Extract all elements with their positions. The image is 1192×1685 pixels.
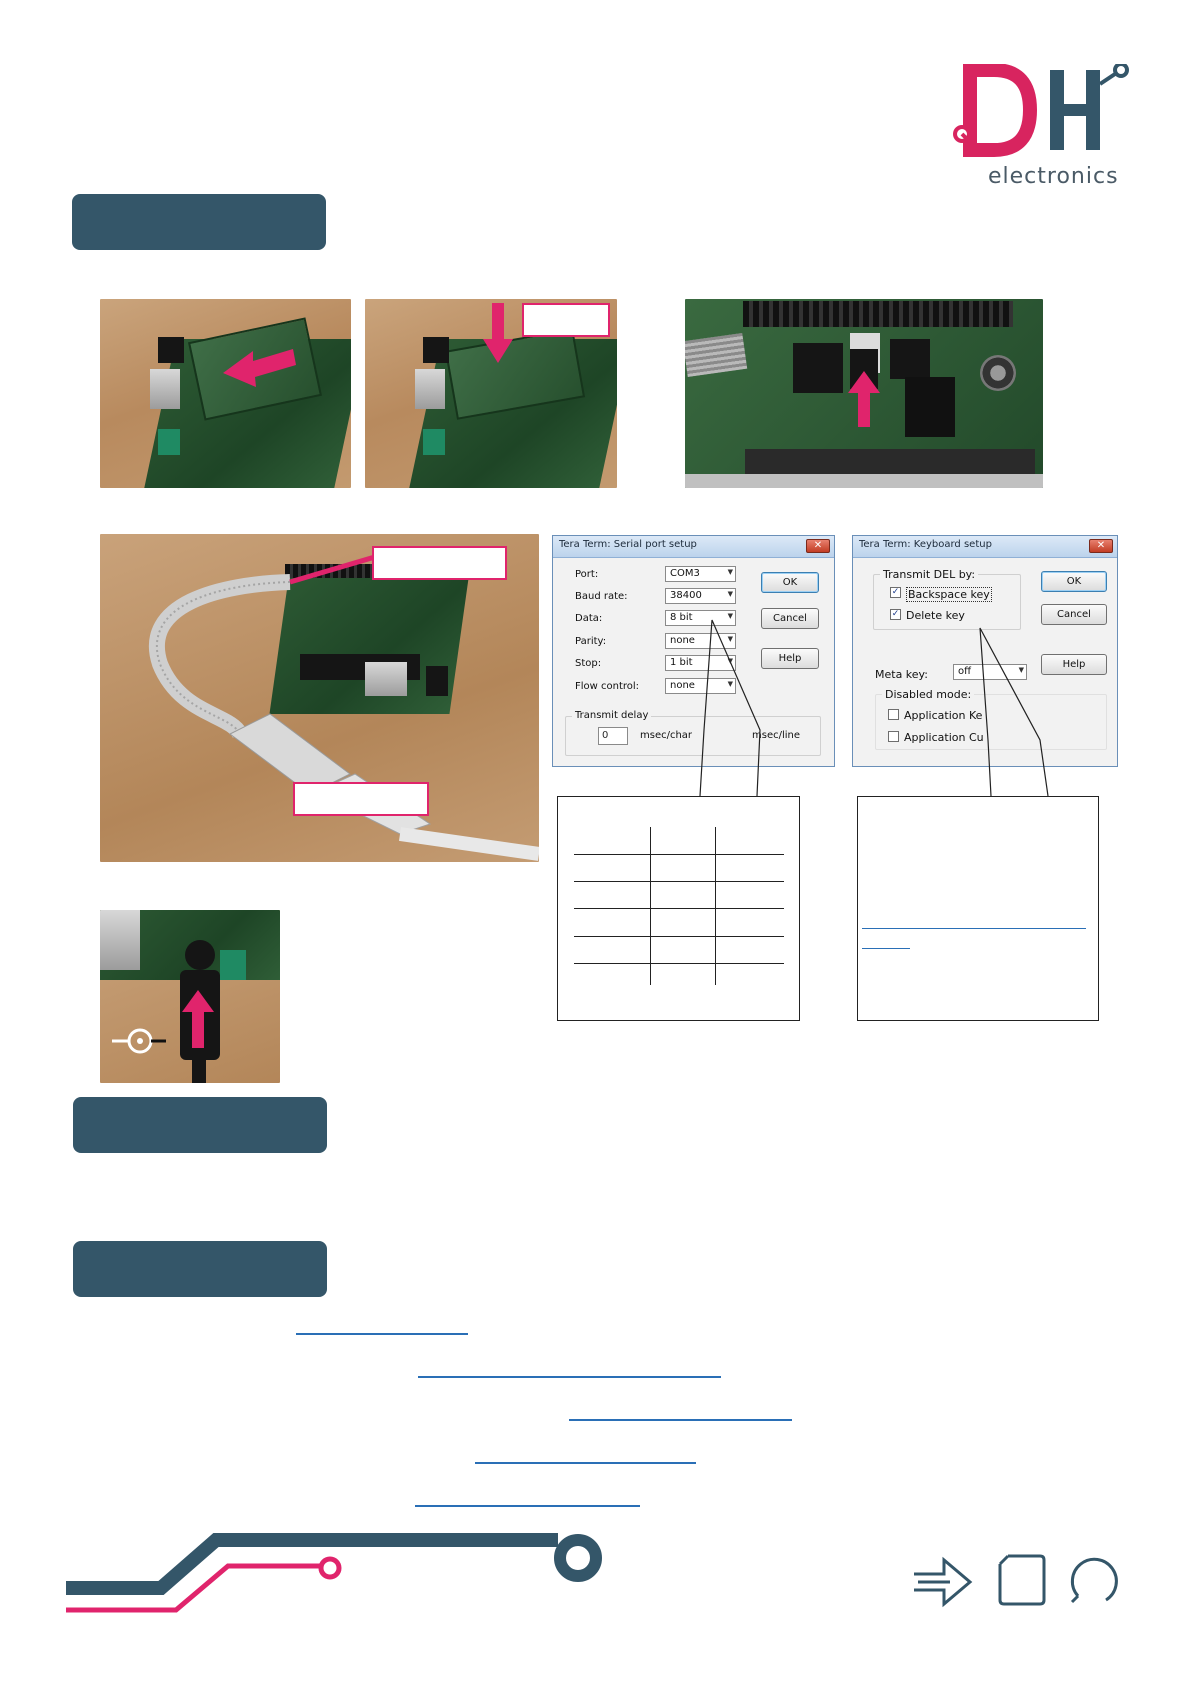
dialog-title: Tera Term: Keyboard setup: [859, 539, 992, 550]
cancel-button[interactable]: Cancel: [1041, 604, 1107, 625]
callout-link-underline-1[interactable]: [862, 928, 1086, 929]
disabled-mode-group: Disabled mode: Application Ke Applicatio…: [875, 688, 1107, 750]
keyboard-settings-callout: [857, 796, 1099, 1021]
link-underline-1[interactable]: [296, 1333, 468, 1335]
link-underline-5[interactable]: [415, 1505, 640, 1507]
data-label: Data:: [575, 613, 603, 624]
transmit-del-title: Transmit DEL by:: [880, 568, 979, 581]
backspace-key-label: Backspace key: [906, 587, 992, 602]
baud-rate-select[interactable]: 38400▼: [665, 588, 736, 604]
dialog-title: Tera Term: Serial port setup: [559, 539, 697, 550]
port-select[interactable]: COM3▼: [665, 566, 736, 582]
callout-pointers: [699, 619, 1049, 797]
help-button[interactable]: Help: [1041, 654, 1107, 675]
ok-button[interactable]: OK: [761, 572, 819, 593]
application-keypad-label: Application Ke: [904, 709, 983, 722]
application-keypad-checkbox[interactable]: [888, 709, 899, 720]
dialog-title-bar: Tera Term: Serial port setup ✕: [553, 536, 834, 558]
ok-button[interactable]: OK: [1041, 571, 1107, 592]
msec-char-label: msec/char: [640, 730, 693, 741]
flow-control-select[interactable]: none▼: [665, 678, 736, 694]
section-header-pill-1: [72, 194, 326, 250]
meta-key-label: Meta key:: [875, 668, 928, 681]
help-button[interactable]: Help: [761, 648, 819, 669]
transmit-del-group: Transmit DEL by: ✓ Backspace key ✓ Delet…: [873, 568, 1021, 630]
parity-label: Parity:: [575, 636, 607, 647]
photo-module-insert-2: [365, 299, 617, 488]
logo-text: electronics: [988, 164, 1119, 189]
application-cursor-label: Application Cu: [904, 731, 984, 744]
footer-circuit-trace: [66, 1533, 602, 1613]
power-jack-symbol-icon: [112, 1028, 166, 1054]
photo-sd-card: [685, 299, 1043, 488]
port-label: Port:: [575, 569, 599, 580]
callout-link-underline-2[interactable]: [862, 948, 910, 949]
close-button[interactable]: ✕: [1089, 539, 1113, 553]
serial-port-setup-dialog: Tera Term: Serial port setup ✕ Port: COM…: [552, 535, 835, 767]
dialog-title-bar: Tera Term: Keyboard setup ✕: [853, 536, 1117, 558]
press-down-arrow-icon: [483, 303, 513, 363]
dh-electronics-logo: electronics: [950, 62, 1130, 194]
step-label-box: [522, 303, 610, 337]
parity-select[interactable]: none▼: [665, 633, 736, 649]
transmit-delay-char-input[interactable]: 0: [598, 727, 628, 745]
transmit-delay-title: Transmit delay: [572, 710, 652, 721]
arrow-right-icon: [914, 1556, 973, 1608]
stop-label: Stop:: [575, 658, 602, 669]
cable-label-top: [372, 546, 507, 580]
serial-settings-callout: [557, 796, 800, 1021]
cable-label-bottom: [293, 782, 429, 816]
backspace-key-checkbox[interactable]: ✓: [890, 587, 901, 598]
circle-refresh-icon: [1070, 1557, 1118, 1604]
delete-key-checkbox[interactable]: ✓: [890, 609, 901, 620]
section-header-pill-2: [73, 1097, 327, 1153]
data-select[interactable]: 8 bit▼: [665, 610, 736, 626]
square-icon: [998, 1554, 1046, 1606]
power-plug-arrow-icon: [182, 990, 214, 1048]
dh-logo-mark-icon: [953, 62, 1129, 157]
baud-rate-label: Baud rate:: [575, 591, 628, 602]
msec-line-label: msec/line: [752, 730, 801, 741]
flow-control-label: Flow control:: [575, 681, 640, 692]
photo-power-jack: [100, 910, 280, 1083]
sd-card-insert-arrow-icon: [848, 371, 880, 427]
application-cursor-checkbox[interactable]: [888, 731, 899, 742]
section-header-pill-3: [73, 1241, 327, 1297]
delete-key-label: Delete key: [906, 609, 965, 622]
photo-module-insert-1: [100, 299, 351, 488]
meta-key-select[interactable]: off▼: [953, 664, 1027, 680]
photo-serial-cable: [100, 534, 539, 862]
transmit-delay-group: Transmit delay 0 msec/char msec/line: [565, 710, 821, 756]
link-underline-2[interactable]: [418, 1376, 721, 1378]
disabled-mode-title: Disabled mode:: [882, 688, 975, 701]
link-underline-3[interactable]: [569, 1419, 792, 1421]
keyboard-setup-dialog: Tera Term: Keyboard setup ✕ Transmit DEL…: [852, 535, 1118, 767]
insert-arrow-icon: [223, 349, 296, 387]
cancel-button[interactable]: Cancel: [761, 608, 819, 629]
link-underline-4[interactable]: [475, 1462, 696, 1464]
close-button[interactable]: ✕: [806, 539, 830, 553]
